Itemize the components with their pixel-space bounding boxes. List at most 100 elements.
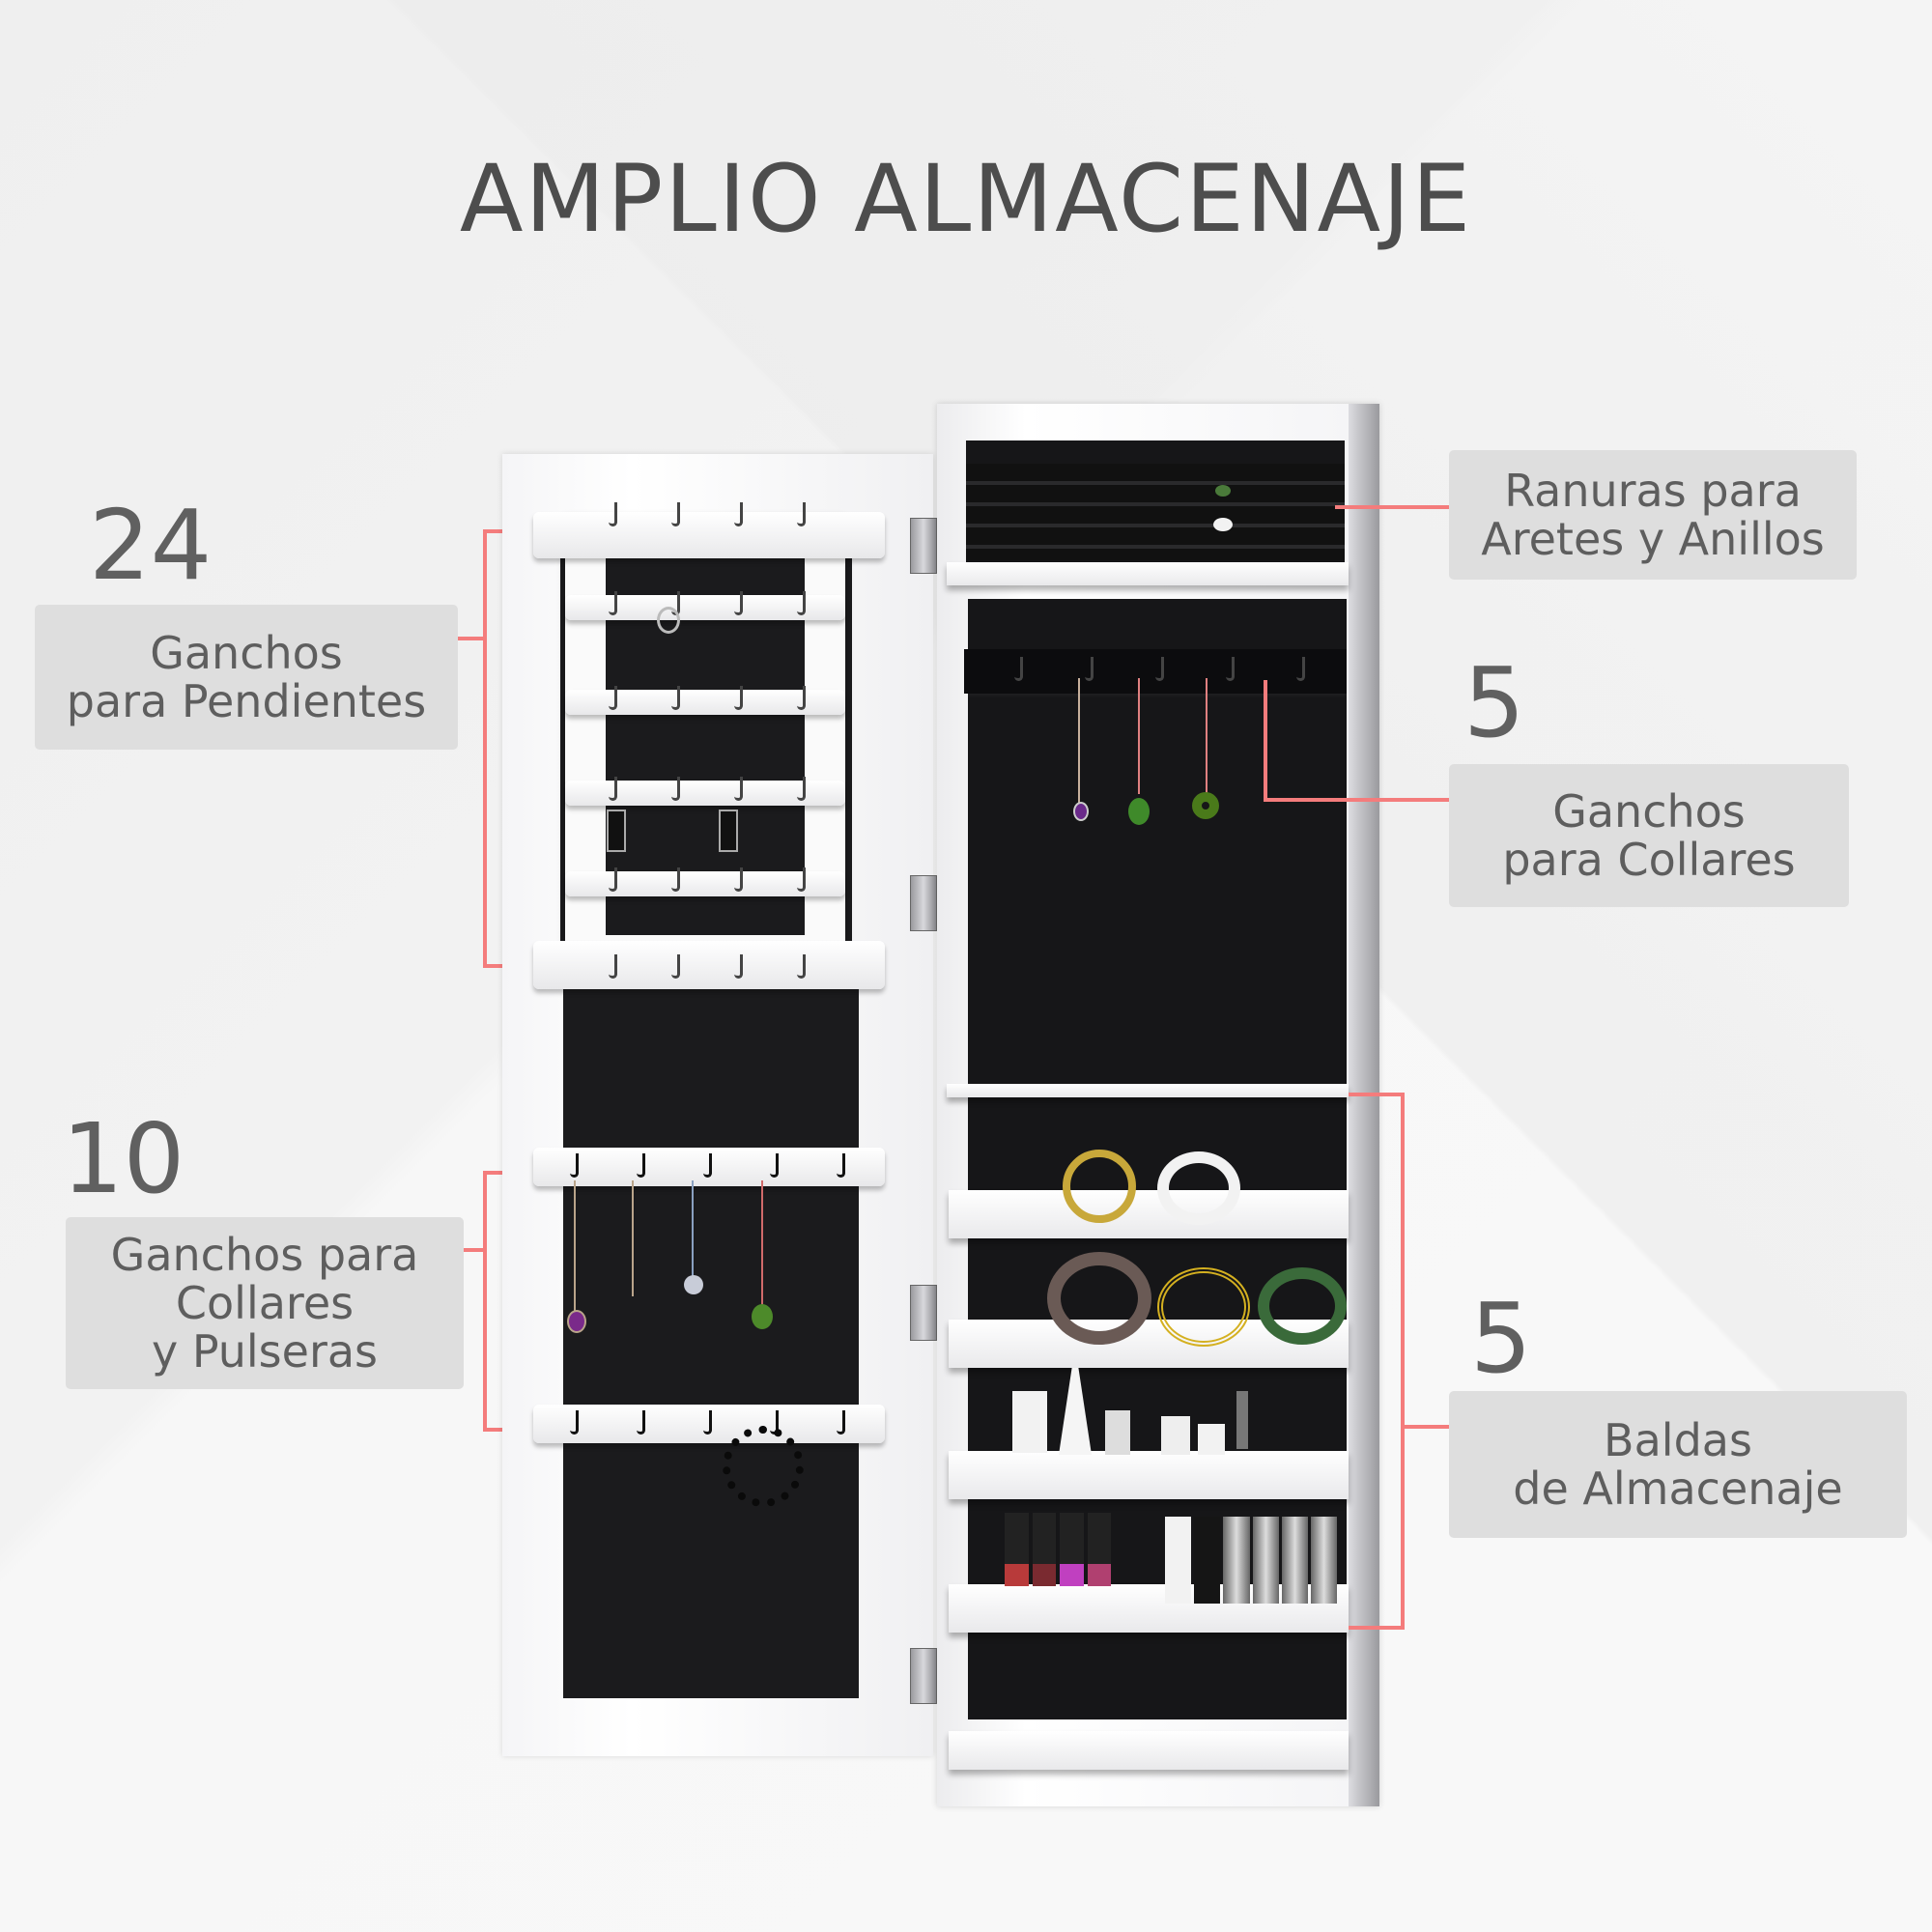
earring-hooks-label: Ganchos para Pendientes: [35, 605, 458, 750]
necklace-hooks-count: 5: [1463, 646, 1525, 759]
necklace-bracelet-hooks-label: Ganchos para Collares y Pulseras: [66, 1217, 464, 1389]
connector-line: [483, 1171, 487, 1432]
necklace-chain: [1206, 678, 1208, 796]
hook-icon: [637, 1410, 645, 1435]
hook-row: [609, 502, 806, 526]
hook-icon: [797, 502, 806, 526]
pendant-icon: [684, 1275, 703, 1294]
hook-icon: [1085, 657, 1094, 681]
earring-rail-bottom: [533, 941, 885, 989]
earring-icon: [607, 810, 626, 852]
label-line3: y Pulseras: [151, 1325, 379, 1378]
hook-row: [609, 867, 806, 892]
nail-polish-icon: [1161, 1416, 1190, 1455]
hook-row: [570, 1153, 845, 1178]
hook-icon: [797, 954, 806, 979]
hinge-icon: [910, 1285, 937, 1341]
connector-line: [458, 637, 487, 640]
necklace-hooks-label: Ganchos para Collares: [1449, 764, 1849, 907]
hinge-icon: [910, 1648, 937, 1704]
connector-line: [1349, 1626, 1405, 1630]
necklace-chain: [761, 1180, 763, 1306]
hook-icon: [671, 777, 680, 801]
pendant-icon: [1073, 802, 1089, 821]
lipstick-icon: [1087, 1513, 1111, 1586]
hook-icon: [609, 777, 617, 801]
lipstick-icon: [1165, 1517, 1192, 1604]
ring-slots: [966, 464, 1345, 560]
pendant-icon: [1192, 792, 1219, 819]
label-line2: Collares: [175, 1277, 355, 1329]
hook-icon: [837, 1153, 845, 1178]
hook-row: [609, 686, 806, 710]
connector-line: [1349, 1093, 1405, 1096]
label-line1: Ganchos: [1552, 785, 1746, 838]
lipstick-icon: [1252, 1517, 1279, 1604]
storage-shelf: [949, 1190, 1349, 1238]
hook-icon: [734, 686, 743, 710]
label-line1: Ranuras para: [1504, 465, 1802, 517]
hook-icon: [734, 591, 743, 615]
hook-icon: [637, 1153, 645, 1178]
lipstick-icon: [1310, 1517, 1338, 1604]
necklace-chain: [574, 1180, 576, 1316]
cabinet-side-panel: [1349, 404, 1379, 1806]
hook-icon: [1014, 657, 1023, 681]
connector-line: [1401, 1093, 1405, 1630]
hook-icon: [734, 867, 743, 892]
lipstick-icon: [1060, 1513, 1084, 1586]
hinge-icon: [910, 875, 937, 931]
hook-icon: [734, 954, 743, 979]
lipstick-icon: [1281, 1517, 1308, 1604]
hook-icon: [609, 502, 617, 526]
lipstick-icon: [1194, 1517, 1221, 1604]
hook-icon: [570, 1410, 579, 1435]
hook-icon: [570, 1153, 579, 1178]
shelf-top: [947, 1084, 1349, 1097]
label-line2: Aretes y Anillos: [1481, 513, 1825, 565]
hook-icon: [797, 686, 806, 710]
pendant-icon: [1128, 798, 1150, 825]
connector-line: [483, 529, 487, 968]
necklace-chain: [632, 1180, 634, 1296]
necklace-chain: [1078, 678, 1080, 804]
hook-row: [1014, 657, 1305, 681]
mascara-icon: [1236, 1391, 1248, 1449]
earring-icon: [719, 810, 738, 852]
hook-row: [570, 1410, 845, 1435]
earring-rail-top: [533, 512, 885, 558]
lipstick-icon: [1005, 1513, 1029, 1586]
bangle-icon: [1157, 1267, 1250, 1347]
storage-shelves-count: 5: [1470, 1282, 1532, 1395]
ring-icon: [1213, 518, 1233, 531]
earring-hooks-line1: Ganchos: [150, 627, 343, 679]
hook-icon: [671, 954, 680, 979]
hook-icon: [734, 502, 743, 526]
earring-rail: [565, 595, 845, 620]
hook-icon: [797, 777, 806, 801]
hook-icon: [797, 867, 806, 892]
bangle-icon: [1063, 1150, 1136, 1223]
hook-icon: [609, 867, 617, 892]
lipstick-group: [1005, 1513, 1111, 1586]
necklace-bracelet-hooks-count: 10: [62, 1102, 185, 1215]
earring-ladder: [565, 514, 845, 974]
connector-line: [1264, 680, 1267, 802]
hook-icon: [671, 867, 680, 892]
necklace-chain: [692, 1180, 694, 1277]
hook-icon: [703, 1153, 712, 1178]
page-title: AMPLIO ALMACENAJE: [459, 145, 1473, 253]
earring-rail: [565, 781, 845, 806]
hook-icon: [797, 591, 806, 615]
nail-polish-icon: [1198, 1424, 1225, 1455]
storage-shelf: [949, 1451, 1349, 1499]
ring-slots-label: Ranuras para Aretes y Anillos: [1449, 450, 1857, 580]
hook-icon: [609, 686, 617, 710]
connector-line: [1401, 1425, 1451, 1429]
earring-rail: [565, 871, 845, 896]
ring-icon: [657, 607, 680, 634]
pendant-icon: [752, 1304, 773, 1329]
label-line1: Baldas: [1604, 1414, 1752, 1466]
label-line1: Ganchos para: [110, 1229, 419, 1281]
door-backing: [563, 985, 859, 1698]
